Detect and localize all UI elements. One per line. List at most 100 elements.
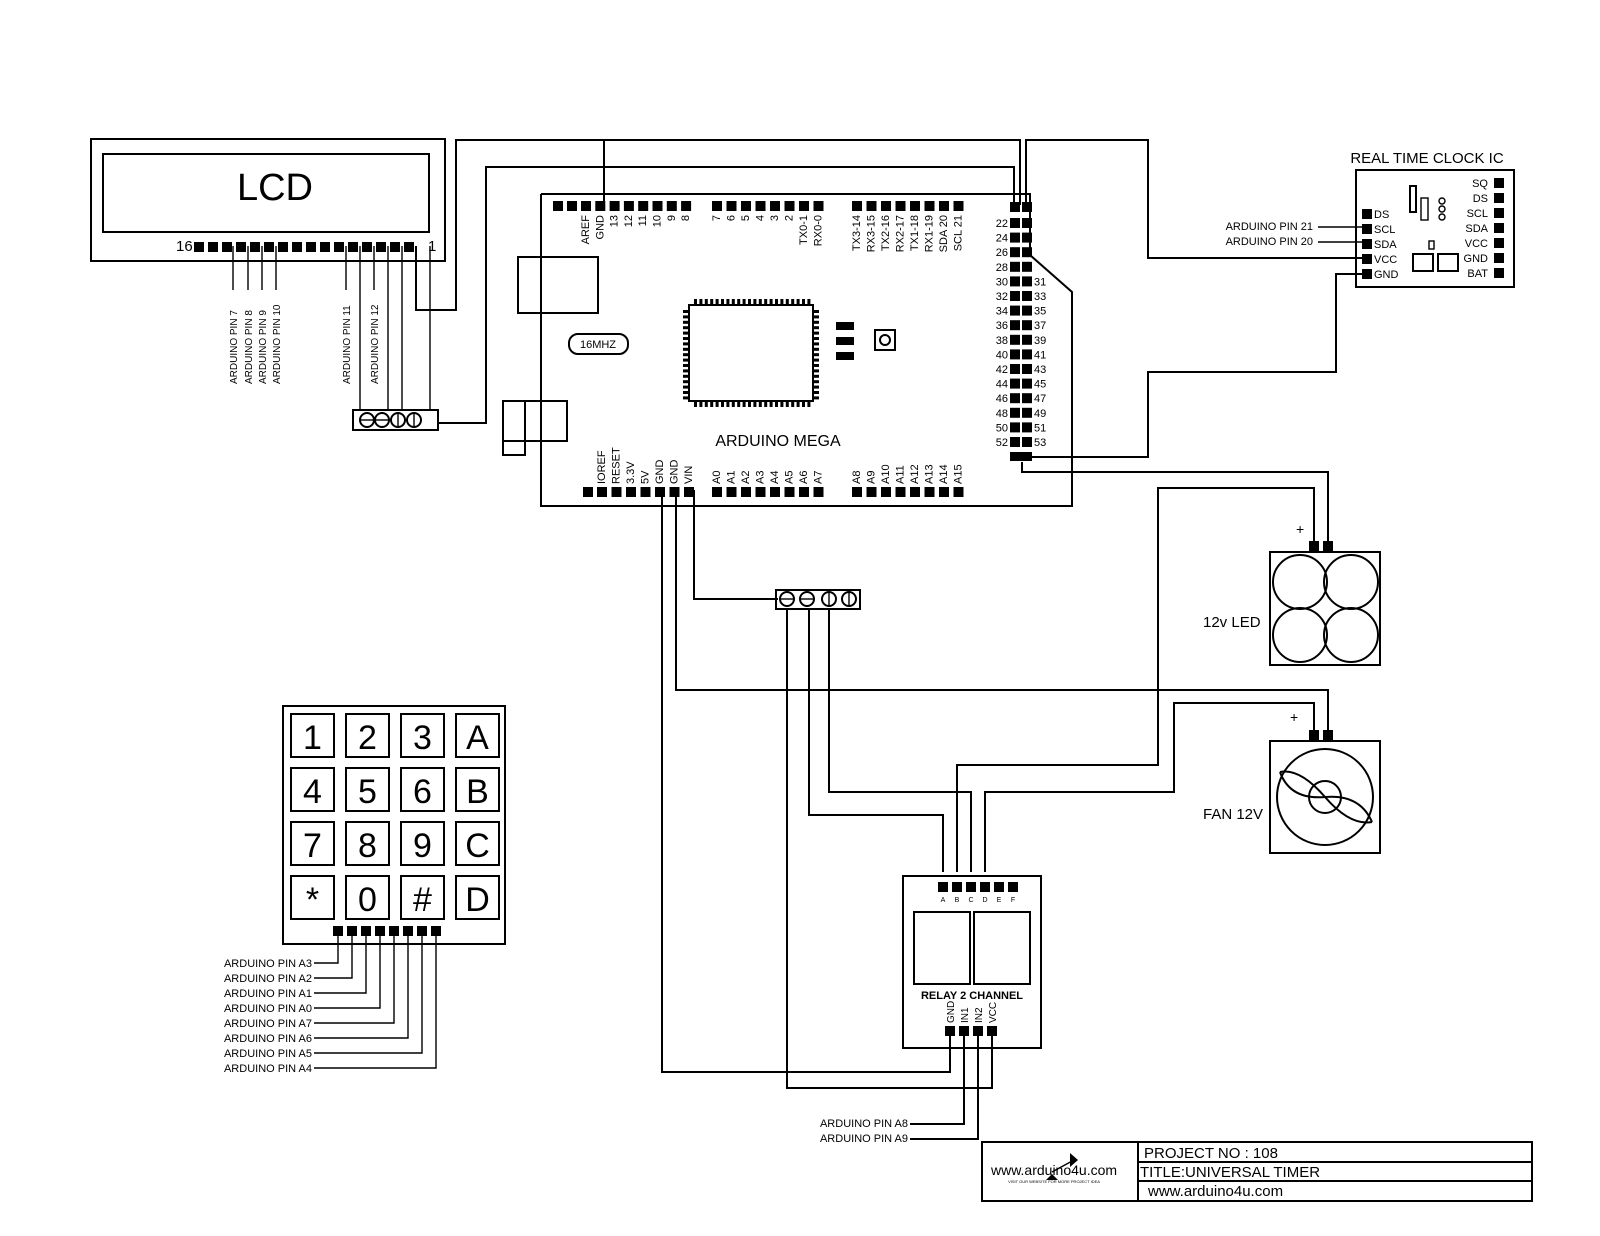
keypad-pin	[361, 926, 371, 936]
keypad-pin	[389, 926, 399, 936]
relay-pin	[973, 1026, 983, 1036]
header-label: A14	[938, 464, 950, 484]
header-pin	[1022, 247, 1032, 258]
header-pin	[581, 201, 591, 211]
chip-pin	[780, 401, 784, 407]
header-label: SCL 21	[953, 215, 965, 251]
header-label: A8	[851, 471, 863, 484]
chip-pin	[813, 391, 819, 394]
rtc-pin	[1494, 223, 1504, 233]
led-plus: +	[1296, 521, 1304, 537]
relay-pin-label: A	[941, 897, 946, 904]
header-label: 35	[1034, 306, 1046, 318]
usb-connector	[517, 256, 599, 314]
chip-pin	[807, 299, 811, 305]
header-label: A3	[755, 471, 767, 484]
header-label: 36	[996, 320, 1008, 332]
lcd-pin	[292, 242, 302, 252]
rtc-pin-label: VCC	[1465, 238, 1488, 250]
header-pin	[1022, 422, 1032, 433]
wire-lcd-pot	[438, 166, 1015, 424]
chip-pin	[813, 396, 819, 400]
wire-gnd-top	[456, 139, 605, 205]
chip-pin	[813, 364, 819, 367]
header-pin	[881, 487, 891, 497]
header-label: 52	[996, 437, 1008, 449]
chip-pin	[715, 299, 719, 305]
header-pin	[1022, 202, 1032, 212]
rtc-pin-label: SCL	[1374, 224, 1395, 236]
lcd-pin	[306, 242, 316, 252]
chip-pin	[737, 299, 741, 305]
chip-pin	[699, 401, 703, 407]
header-pin	[939, 487, 949, 497]
header-label: 51	[1034, 422, 1046, 434]
header-label: RESET	[611, 447, 623, 484]
header-label: 44	[996, 379, 1008, 391]
relay-pin	[1008, 882, 1018, 892]
lcd-pin	[320, 242, 330, 252]
lcd-pin-first: 16	[176, 238, 193, 255]
relay-pin-label: VCC	[988, 1002, 999, 1023]
lcd-module: LCD 16 1 ARDUINO PIN 7 ARDUINO PIN 8 ARD…	[90, 138, 446, 431]
chip-pin	[683, 369, 689, 373]
header-label: 39	[1034, 335, 1046, 347]
chip-pin	[791, 299, 795, 305]
chip-pin	[704, 299, 708, 305]
header-pin	[1022, 218, 1032, 228]
relay-pin-label: E	[997, 897, 1002, 904]
header-pin	[1010, 452, 1032, 461]
header-label: 31	[1034, 276, 1046, 288]
header-label: GND	[669, 460, 681, 485]
header-pin	[1010, 334, 1020, 345]
header-label: 9	[666, 215, 678, 221]
keypad-key-label: 4	[303, 773, 322, 811]
chip-pin	[813, 374, 819, 378]
header-label: 43	[1034, 364, 1046, 376]
header-pin	[813, 201, 824, 211]
logo-text: www.arduino4u.com	[990, 1162, 1117, 1178]
wire-relay-a8	[910, 1034, 965, 1125]
header-label: A0	[711, 471, 723, 484]
chip-pin	[802, 299, 805, 305]
header-pin	[1010, 218, 1020, 228]
project-no: PROJECT NO : 108	[1144, 1145, 1278, 1162]
header-pin	[1022, 276, 1032, 287]
chip-pin	[731, 299, 735, 305]
header-label: 46	[996, 393, 1008, 405]
relay-pin	[945, 1026, 955, 1036]
rtc-pin	[1362, 224, 1372, 234]
project-website: www.arduino4u.com	[1147, 1183, 1283, 1200]
header-pin	[1022, 364, 1032, 374]
header-label: 47	[1034, 393, 1046, 405]
chip-pin	[785, 401, 789, 407]
wire-top-bus-rtc	[1025, 139, 1362, 259]
chip-pin	[813, 315, 819, 319]
wire-fan-b	[984, 702, 1315, 872]
keypad-key	[290, 821, 335, 866]
header-label: 24	[996, 233, 1008, 245]
chip-pin	[813, 320, 819, 324]
chip-pin	[683, 320, 689, 324]
header-pin	[953, 487, 964, 497]
header-pin	[1010, 232, 1020, 243]
relay-pin	[987, 1026, 997, 1036]
header-pin	[595, 201, 606, 211]
header-pin	[910, 201, 920, 211]
chip-pin	[775, 299, 778, 305]
keypad-conn-label: ARDUINO PIN A7	[224, 1018, 312, 1030]
keypad-conn-label: ARDUINO PIN A3	[224, 958, 312, 970]
power-jack	[502, 400, 568, 442]
keypad-key	[455, 767, 500, 812]
chip-pin	[683, 385, 689, 389]
chip-pin	[731, 401, 735, 407]
relay-pin	[952, 882, 962, 892]
lcd-pin-label-10: ARDUINO PIN 10	[272, 304, 283, 384]
rtc-pin-label: DS	[1374, 209, 1389, 221]
keypad-key	[400, 767, 445, 812]
header-pin	[1022, 334, 1032, 345]
led-array: + 12v LED	[1203, 521, 1381, 666]
header-pin	[866, 201, 877, 211]
